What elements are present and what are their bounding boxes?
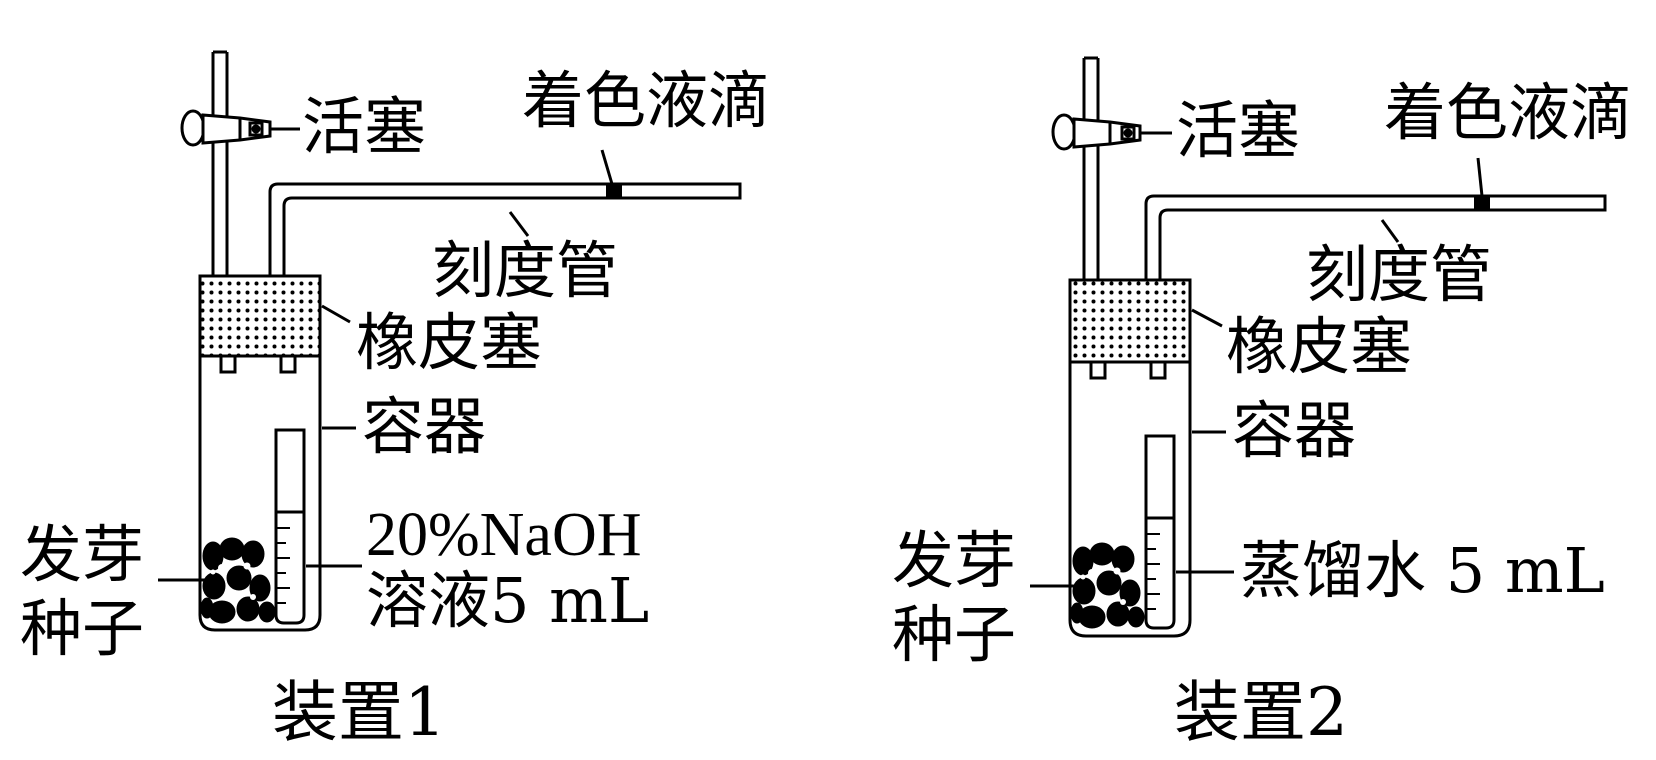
rubber-stopper-1-leader xyxy=(321,304,351,324)
graduated-tube-label-2: 刻度管 xyxy=(1306,238,1493,311)
stopcock-label-2: 活塞 xyxy=(1176,94,1301,167)
stopcock-tube-1 xyxy=(211,50,229,278)
seeds-label-1-line2: 种子 xyxy=(20,592,145,665)
colored-droplet-label-1: 着色液滴 xyxy=(522,64,771,137)
apparatus-2 xyxy=(1030,56,1607,638)
graduated-tube-1-leader xyxy=(508,211,530,237)
seeds-label-2-line1: 发芽 xyxy=(892,524,1017,597)
stopcock-tube-2 xyxy=(1082,56,1100,282)
water-solution-label: 蒸馏水 5 mL xyxy=(1240,534,1605,607)
naoh-solution-label-line2: 溶液5 mL xyxy=(366,564,650,637)
graduated-tube-label-1: 刻度管 xyxy=(432,234,619,307)
rubber-stopper-label-2: 橡皮塞 xyxy=(1226,310,1413,383)
seeds-2 xyxy=(1070,542,1145,629)
stopcock-1[interactable] xyxy=(180,109,272,147)
colored-droplet-label-2: 着色液滴 xyxy=(1384,76,1633,149)
container-label-2: 容器 xyxy=(1232,394,1357,467)
naoh-tube-1 xyxy=(274,428,306,625)
droplet-1-leader xyxy=(600,149,614,185)
apparatus-1-caption: 装置1 xyxy=(272,674,446,751)
seeds-label-2-line2: 种子 xyxy=(892,598,1017,671)
apparatus-2-caption: 装置2 xyxy=(1174,674,1348,751)
container-1 xyxy=(198,356,322,632)
seeds-label-1-line1: 发芽 xyxy=(20,518,145,591)
colored-droplet-1 xyxy=(606,185,622,197)
container-label-1: 容器 xyxy=(362,390,487,463)
tube-2-scale xyxy=(1146,533,1160,610)
apparatus-1 xyxy=(158,50,742,632)
graduated-tube-2-leader xyxy=(1380,219,1400,243)
rubber-stopper-1 xyxy=(198,274,322,358)
graduated-tube-2 xyxy=(1144,194,1607,282)
rubber-stopper-label-1: 橡皮塞 xyxy=(356,306,543,379)
stopcock-label-1: 活塞 xyxy=(302,90,427,163)
rubber-stopper-2-leader xyxy=(1191,308,1223,328)
seeds-1 xyxy=(200,537,276,624)
naoh-solution-label-line1: 20%NaOH xyxy=(366,501,642,569)
tube-1-scale xyxy=(276,527,290,604)
stopcock-2[interactable] xyxy=(1051,113,1142,151)
container-2 xyxy=(1068,362,1192,638)
water-tube-2 xyxy=(1144,434,1176,630)
graduated-tube-1 xyxy=(268,182,742,278)
rubber-stopper-2 xyxy=(1068,278,1192,364)
colored-droplet-2 xyxy=(1474,197,1490,209)
droplet-2-leader xyxy=(1476,157,1484,197)
